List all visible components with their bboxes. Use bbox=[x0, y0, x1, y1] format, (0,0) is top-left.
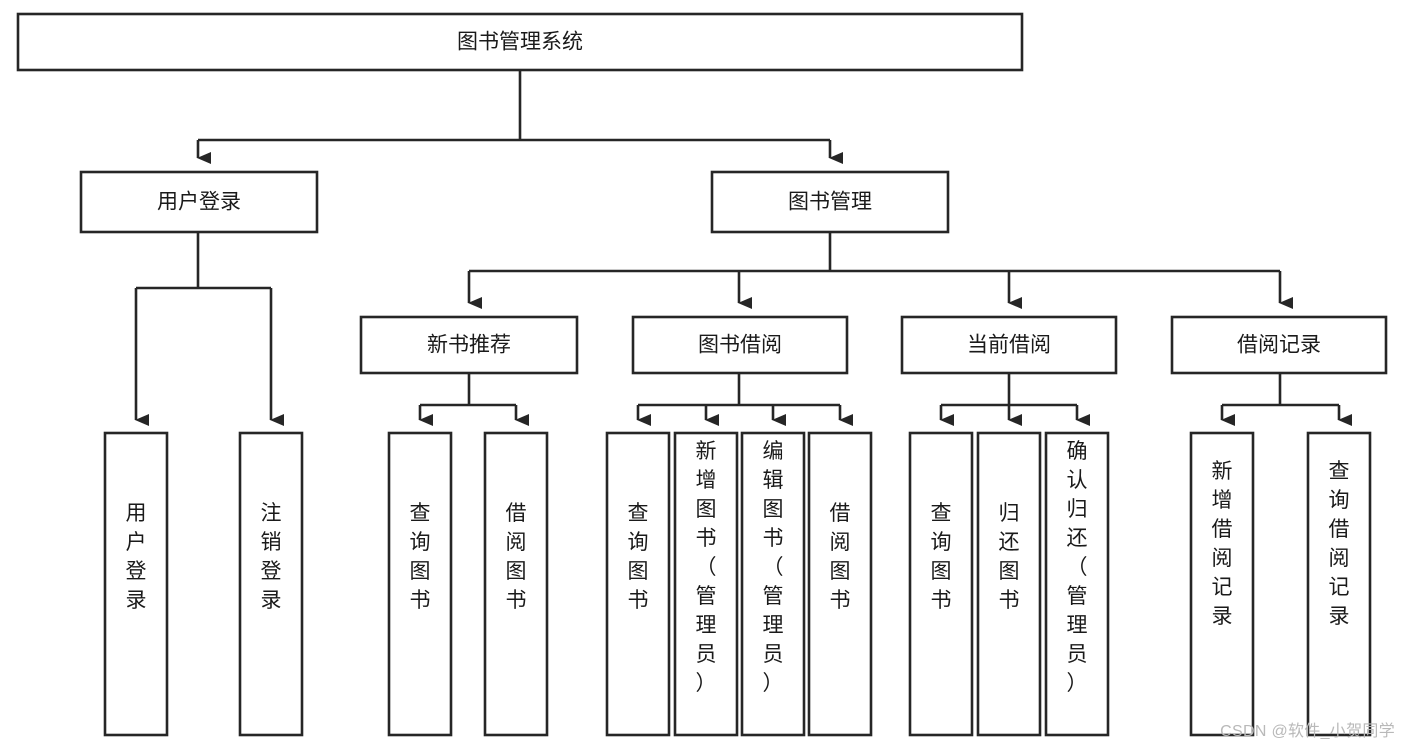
node-leaf-borrow-book-2[interactable]: 借阅图书 bbox=[807, 431, 873, 737]
node-leaf-borrow-book-1[interactable]: 借阅图书 bbox=[483, 431, 549, 737]
node-leaf-borrow-book-1-label: 借阅图书 bbox=[506, 502, 527, 612]
node-leaf-return-book[interactable]: 归还图书 bbox=[976, 431, 1042, 737]
node-current-borrow[interactable]: 当前借阅 bbox=[900, 315, 1118, 375]
node-new-book-recommend[interactable]: 新书推荐 bbox=[359, 315, 579, 375]
node-borrow-record[interactable]: 借阅记录 bbox=[1170, 315, 1388, 375]
node-leaf-confirm-return-box[interactable] bbox=[1044, 431, 1110, 737]
node-book-borrow-label: 图书借阅 bbox=[698, 334, 782, 357]
node-current-borrow-box[interactable] bbox=[900, 315, 1118, 375]
node-borrow-record-label: 借阅记录 bbox=[1237, 334, 1321, 357]
node-leaf-edit-book[interactable]: 编辑图书（管理员） bbox=[740, 431, 806, 737]
node-leaf-user-logout-box[interactable] bbox=[238, 431, 304, 737]
node-user-login[interactable]: 用户登录 bbox=[79, 170, 319, 234]
connector-layer bbox=[134, 70, 1352, 426]
node-current-borrow-label: 当前借阅 bbox=[967, 334, 1051, 357]
node-leaf-edit-book-label: 编辑图书（管理员） bbox=[763, 440, 784, 695]
node-leaf-user-login-label: 用户登录 bbox=[126, 502, 147, 612]
node-leaf-user-logout[interactable]: 注销登录 bbox=[238, 431, 304, 737]
node-leaf-return-book-box[interactable] bbox=[976, 431, 1042, 737]
node-leaf-add-record[interactable]: 新增借阅记录 bbox=[1189, 431, 1255, 737]
node-leaf-query-record-label: 查询借阅记录 bbox=[1329, 460, 1350, 628]
node-new-book-recommend-box[interactable] bbox=[359, 315, 579, 375]
node-leaf-query-book-3[interactable]: 查询图书 bbox=[908, 431, 974, 737]
node-borrow-record-box[interactable] bbox=[1170, 315, 1388, 375]
node-book-management-label: 图书管理 bbox=[788, 191, 872, 214]
node-leaf-edit-book-box[interactable] bbox=[740, 431, 806, 737]
node-leaf-confirm-return-label: 确认归还（管理员） bbox=[1067, 440, 1088, 695]
node-leaf-borrow-book-2-box[interactable] bbox=[807, 431, 873, 737]
node-leaf-query-book-3-box[interactable] bbox=[908, 431, 974, 737]
node-leaf-add-record-label: 新增借阅记录 bbox=[1212, 460, 1233, 628]
node-book-management[interactable]: 图书管理 bbox=[710, 170, 950, 234]
node-leaf-query-book-1-box[interactable] bbox=[387, 431, 453, 737]
node-leaf-query-record-box[interactable] bbox=[1306, 431, 1372, 737]
node-leaf-confirm-return[interactable]: 确认归还（管理员） bbox=[1044, 431, 1110, 737]
node-leaf-query-record[interactable]: 查询借阅记录 bbox=[1306, 431, 1372, 737]
node-root-label: 图书管理系统 bbox=[457, 31, 583, 54]
node-root[interactable]: 图书管理系统 bbox=[16, 12, 1024, 72]
node-leaf-query-book-1-label: 查询图书 bbox=[410, 502, 431, 612]
node-leaf-add-book[interactable]: 新增图书（管理员） bbox=[673, 431, 739, 737]
node-leaf-query-book-2[interactable]: 查询图书 bbox=[605, 431, 671, 737]
node-leaf-borrow-book-2-label: 借阅图书 bbox=[830, 502, 851, 612]
node-leaf-query-book-3-label: 查询图书 bbox=[931, 502, 952, 612]
node-leaf-user-login[interactable]: 用户登录 bbox=[103, 431, 169, 737]
node-leaf-query-book-2-label: 查询图书 bbox=[628, 502, 649, 612]
node-leaf-borrow-book-1-box[interactable] bbox=[483, 431, 549, 737]
node-book-management-box[interactable] bbox=[710, 170, 950, 234]
node-leaf-add-book-box[interactable] bbox=[673, 431, 739, 737]
node-book-borrow-box[interactable] bbox=[631, 315, 849, 375]
node-leaf-user-login-box[interactable] bbox=[103, 431, 169, 737]
node-user-login-box[interactable] bbox=[79, 170, 319, 234]
node-user-login-label: 用户登录 bbox=[157, 191, 241, 214]
node-leaf-return-book-label: 归还图书 bbox=[999, 502, 1020, 612]
node-leaf-query-book-2-box[interactable] bbox=[605, 431, 671, 737]
node-book-borrow[interactable]: 图书借阅 bbox=[631, 315, 849, 375]
node-leaf-user-logout-label: 注销登录 bbox=[261, 502, 282, 612]
node-leaf-add-book-label: 新增图书（管理员） bbox=[696, 440, 717, 695]
node-new-book-recommend-label: 新书推荐 bbox=[427, 334, 511, 357]
node-root-box[interactable] bbox=[16, 12, 1024, 72]
node-leaf-add-record-box[interactable] bbox=[1189, 431, 1255, 737]
node-leaf-query-book-1[interactable]: 查询图书 bbox=[387, 431, 453, 737]
